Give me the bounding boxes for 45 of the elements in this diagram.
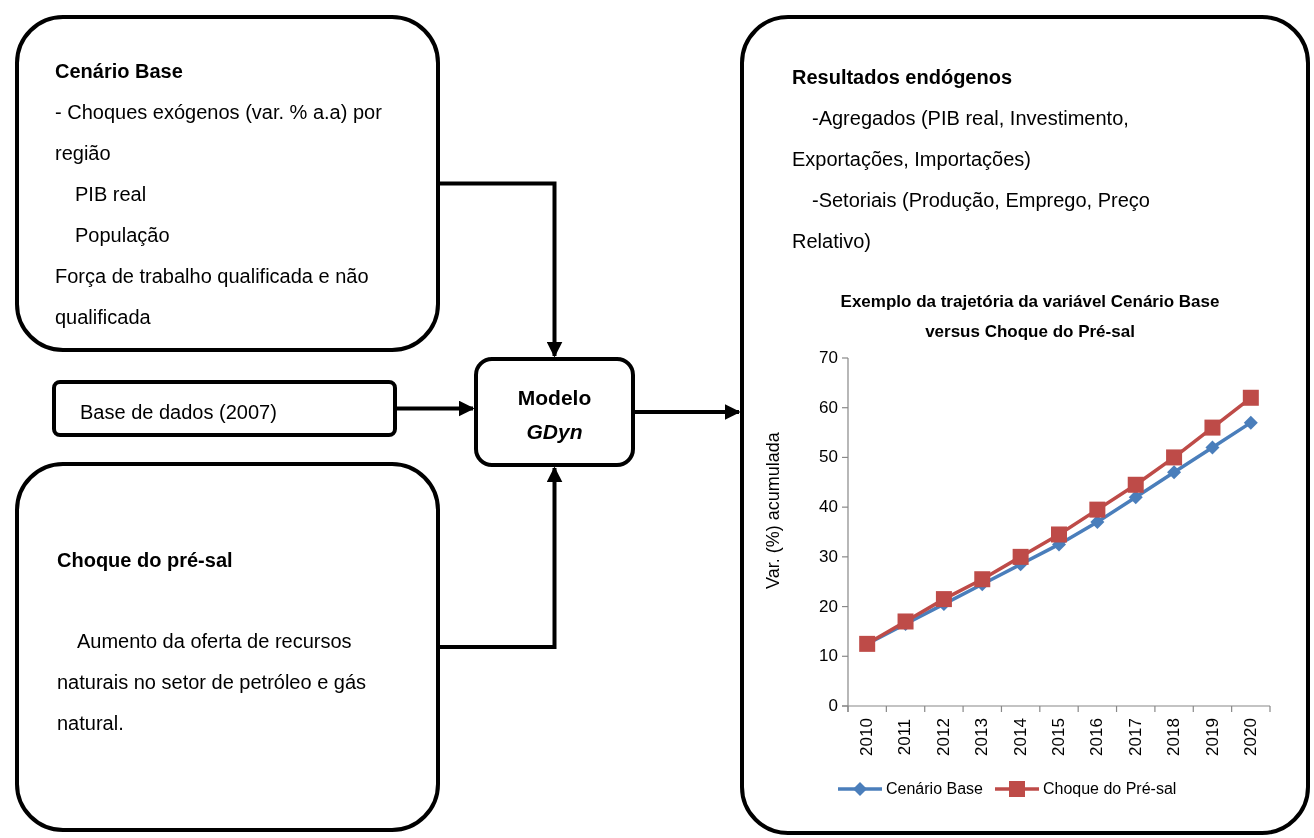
box-text: Aumento da oferta de recursos naturais no setor de petróleo e gás natural. [57, 629, 368, 736]
box-text: -Agregados (PIB real, Investimento, Exportações, Importações) [792, 106, 1130, 172]
tick-label: 30 [818, 546, 838, 567]
tick-label: 2018 [1164, 718, 1185, 756]
tick-label: 2012 [933, 718, 954, 756]
box-heading: Cenário Base [55, 59, 183, 84]
arrow [440, 181, 563, 358]
arrow [635, 404, 741, 420]
box-text: - Choques exógenos (var. % a.a) por região [55, 100, 383, 166]
tick-label: 2019 [1202, 718, 1223, 756]
tick-label: 10 [818, 646, 838, 667]
box-text: Força de trabalho qualificada e não qualificada [55, 264, 370, 330]
tick-label: 2013 [972, 718, 993, 756]
box-text: -Setoriais (Produção, Emprego, Preço Relativo) [792, 188, 1151, 254]
box-text: GDyn [526, 419, 583, 445]
process-box [474, 357, 635, 467]
box-text: População [74, 223, 170, 248]
tick-label: 2011 [895, 718, 916, 756]
tick-label: 60 [818, 397, 838, 418]
arrow [397, 400, 475, 417]
tick-label: 70 [818, 348, 838, 368]
tick-label: 2010 [857, 718, 878, 756]
results-panel [740, 15, 1310, 835]
process-box [52, 380, 397, 437]
tick-label: 2017 [1125, 718, 1146, 756]
tick-label: 40 [818, 497, 838, 518]
box-heading: Resultados endógenos [792, 65, 1014, 90]
axis-title: Var. (%) acumulada [761, 431, 784, 589]
tick-label: 2014 [1010, 718, 1031, 756]
legend-label: Choque do Pré-sal [1042, 779, 1177, 799]
process-box [15, 15, 440, 352]
box-heading: Choque do pré-sal [57, 548, 233, 573]
box-heading: Modelo [517, 385, 592, 411]
tick-label: 50 [818, 447, 838, 468]
tick-label: 2016 [1087, 718, 1108, 756]
tick-label: 2015 [1049, 718, 1069, 756]
tick-label: 2020 [1240, 718, 1261, 756]
legend-label: Cenário Base [886, 779, 983, 799]
process-box [15, 462, 440, 832]
tick-label: 20 [818, 596, 838, 617]
box-text: PIB real [74, 182, 147, 207]
tick-label: 0 [827, 696, 838, 716]
chart-title: Exemplo da trajetória da variável Cenário Base versus Choque do Pré-sal [840, 291, 1220, 343]
box-text: Base de dados (2007) [80, 400, 277, 425]
arrow [440, 466, 563, 649]
